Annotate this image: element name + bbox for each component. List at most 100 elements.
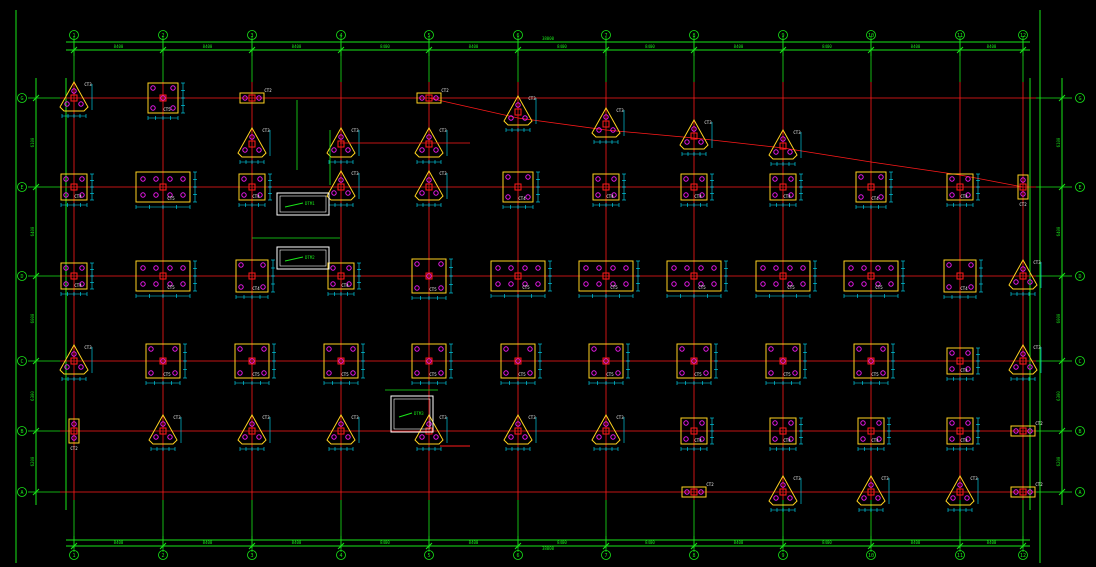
column-marker: [779, 488, 787, 496]
column-axis-top-label: 5: [427, 33, 430, 39]
pile-circle-icon: [153, 281, 159, 287]
column-axis-bottom-circle-axis-bubble-icon: [247, 550, 257, 560]
square-pile-cap: [234, 343, 270, 379]
bottom-dim-text: 8400: [380, 540, 390, 545]
pile-circle-icon: [683, 192, 689, 198]
column-axis-top-circle-axis-bubble-icon: [424, 30, 434, 40]
pile-circle-icon: [591, 370, 597, 376]
opening-label: DTM3: [414, 411, 424, 416]
column-marker: [956, 357, 964, 365]
column-marker: [514, 183, 522, 191]
column-marker: [514, 357, 522, 365]
pile-circle-icon: [596, 434, 602, 440]
column-axis-bottom-circle-axis-bubble-icon: [1018, 550, 1028, 560]
pile-circle-icon: [527, 370, 533, 376]
square-pile-cap: [943, 259, 977, 293]
pile-circle-icon: [679, 370, 685, 376]
pile-circle-icon: [78, 364, 84, 370]
row-axis-right-circle-axis-bubble-icon: [1075, 487, 1085, 497]
pile-circle-icon: [691, 358, 697, 364]
cap-label: CT3: [528, 96, 536, 101]
pile-circle-icon: [180, 192, 186, 198]
pile-circle-icon: [426, 273, 432, 279]
opening-outline: [276, 192, 330, 216]
column-marker: [690, 272, 698, 280]
pile-circle-icon: [495, 281, 501, 287]
pile-circle-icon: [860, 420, 866, 426]
cap-label: CT3: [439, 171, 447, 176]
pile-circle-icon: [861, 265, 867, 271]
pile-circle-icon: [875, 265, 881, 271]
cap-label: CT4: [783, 438, 791, 443]
pile-circle-icon: [603, 358, 609, 364]
pile-circle-icon: [1027, 279, 1033, 285]
pile-circle-icon: [242, 147, 248, 153]
row-axis-left-label: A: [20, 490, 23, 496]
pile-circle-icon: [949, 420, 955, 426]
column-marker: [956, 272, 964, 280]
pile-circle-icon: [160, 421, 166, 427]
column-marker: [779, 427, 787, 435]
pile-circle-icon: [848, 265, 854, 271]
pile-circle-icon: [508, 434, 514, 440]
pile-circle-icon: [167, 434, 173, 440]
pile-circle-icon: [495, 265, 501, 271]
square-pile-cap: [411, 258, 447, 294]
pile-circle-icon: [1013, 489, 1019, 495]
pile-circle-icon: [508, 265, 514, 271]
pile-circle-icon: [949, 176, 955, 182]
pile-circle-icon: [610, 434, 616, 440]
pile-circle-icon: [861, 281, 867, 287]
pile-circle-icon: [71, 88, 77, 94]
bottom-dim-text: 8400: [469, 540, 479, 545]
double-pile-cap: [239, 92, 265, 104]
column-marker: [602, 357, 610, 365]
row-axis-left-circle-axis-bubble-icon: [17, 487, 27, 497]
column-axis-bottom-label: 10: [868, 553, 874, 559]
row-axis-left-circle-axis-bubble-icon: [17, 271, 27, 281]
pile-circle-icon: [438, 285, 444, 291]
column-marker: [956, 427, 964, 435]
square-pile-cap: [769, 173, 797, 201]
column-axis-bottom-label: 12: [1020, 553, 1026, 559]
column-axis-bottom-label: 11: [957, 553, 963, 559]
pile-circle-icon: [170, 85, 176, 91]
pile-circle-icon: [249, 421, 255, 427]
column-marker: [779, 183, 787, 191]
cap-label: CT3: [1033, 345, 1041, 350]
pile-circle-icon: [180, 176, 186, 182]
cap-label: CT4: [606, 194, 614, 199]
column-marker: [159, 357, 167, 365]
cap-label: CT2: [1035, 421, 1043, 426]
pile-circle-icon: [946, 284, 952, 290]
column-marker: [159, 94, 167, 102]
pile-circle-icon: [249, 134, 255, 140]
cap-label: CT3: [704, 120, 712, 125]
pile-circle-icon: [503, 370, 509, 376]
cap-label: CT3: [439, 128, 447, 133]
pile-circle-icon: [773, 281, 779, 287]
square-pile-cap: [857, 417, 885, 445]
column-marker: [867, 272, 875, 280]
pile-circle-icon: [860, 436, 866, 442]
column-marker: [779, 272, 787, 280]
column-marker: [70, 427, 78, 435]
pile-circle-icon: [772, 176, 778, 182]
column-marker: [602, 427, 610, 435]
pile-circle-icon: [684, 489, 690, 495]
pile-circle-icon: [703, 370, 709, 376]
pile-circle-icon: [414, 261, 420, 267]
pile-circle-icon: [338, 421, 344, 427]
pile-circle-icon: [527, 346, 533, 352]
opening-label: DTM2: [305, 255, 315, 260]
cap-label: CT4: [694, 438, 702, 443]
pile-circle-icon: [950, 495, 956, 501]
pile-circle-icon: [684, 139, 690, 145]
pile-circle-icon: [596, 281, 602, 287]
top-dim-text: 8400: [292, 44, 302, 49]
pile-circle-icon: [508, 115, 514, 121]
pile-circle-icon: [703, 346, 709, 352]
top-dim-text: 8400: [645, 44, 655, 49]
pile-circle-icon: [583, 265, 589, 271]
